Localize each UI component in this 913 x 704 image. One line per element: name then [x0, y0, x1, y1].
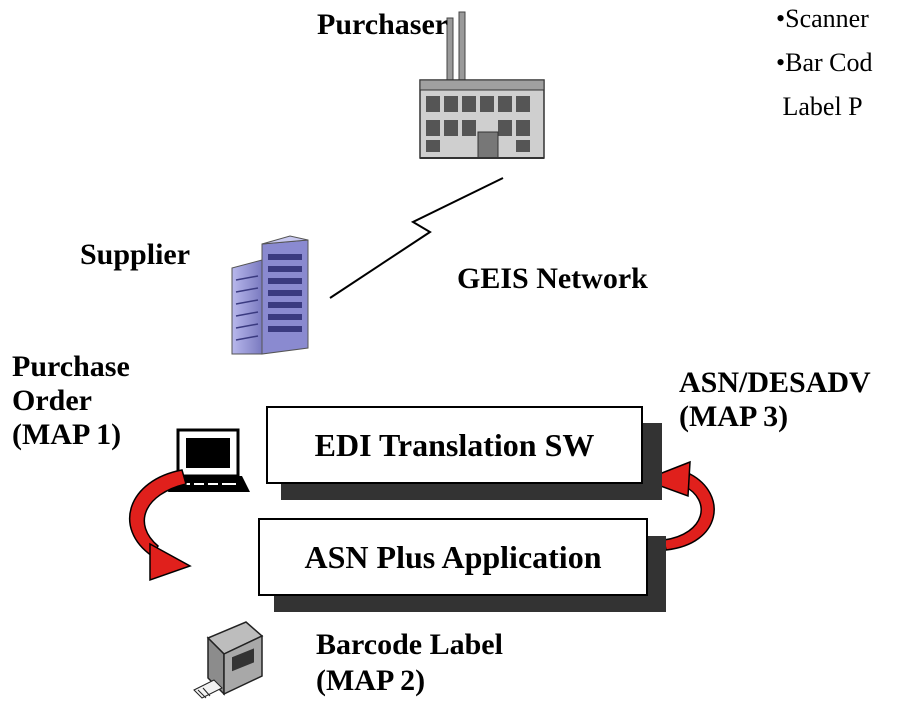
bullet-item: •Bar Cod	[776, 48, 873, 77]
barcode-label-line2: (MAP 2)	[316, 664, 426, 697]
network-label: GEIS Network	[457, 262, 648, 295]
purchaser-label: Purchaser	[317, 8, 449, 41]
bullet-item: Label P	[776, 92, 863, 121]
asn-desadv-label-line1: ASN/DESADV	[679, 366, 871, 399]
purchase-order-label-line2: Order	[12, 384, 92, 417]
edi-translation-box: EDI Translation SW	[266, 406, 643, 484]
purchase-order-label-line1: Purchase	[12, 350, 130, 383]
supplier-label: Supplier	[80, 238, 191, 271]
barcode-label-line1: Barcode Label	[316, 628, 503, 661]
red-arrow-right-icon	[641, 460, 715, 551]
label-printer-icon	[193, 621, 264, 699]
asn-plus-application-box: ASN Plus Application	[258, 518, 648, 596]
red-arrow-left-icon	[128, 469, 192, 582]
bullet-item: •Scanner	[776, 4, 869, 33]
office-building-icon	[231, 235, 309, 355]
asn-desadv-label-line2: (MAP 3)	[679, 400, 789, 433]
lightning-link-icon	[329, 177, 504, 299]
purchase-order-label-line3: (MAP 1)	[12, 418, 122, 451]
factory-icon	[419, 11, 545, 159]
computer-terminal-icon	[168, 428, 250, 492]
